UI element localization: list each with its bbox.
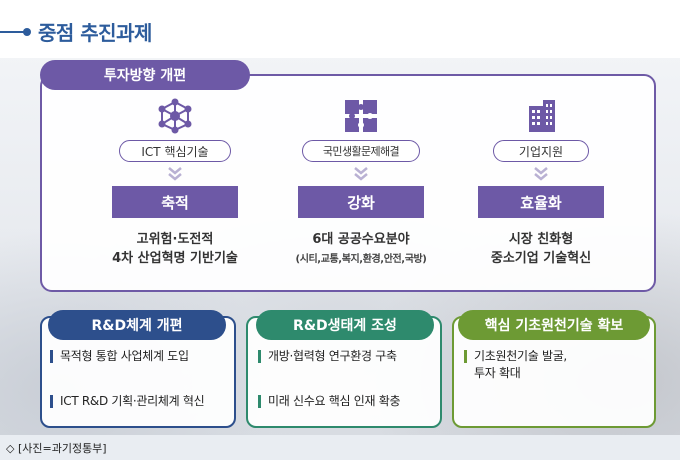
column-public: 국민생활문제해결 강화 6대 공공수요분야 (시티,교통,복지,환경,안전,국방…	[286, 96, 436, 269]
header-bar: 중점 추진과제	[0, 0, 680, 58]
tag-public: 국민생활문제해결	[302, 140, 420, 162]
page-title: 중점 추진과제	[38, 21, 152, 45]
desc-line-1: 시장 친화형	[508, 232, 574, 247]
column-ict: ICT 핵심기술 축적 고위험·도전적 4차 산업혁명 기반기술	[100, 96, 250, 268]
desc-ict: 고위험·도전적 4차 산업혁명 기반기술	[100, 230, 250, 268]
desc-line-1: 6대 공공수요분야	[312, 232, 410, 247]
desc-public: 6대 공공수요분야 (시티,교통,복지,환경,안전,국방)	[286, 230, 436, 269]
tag-business: 기업지원	[493, 140, 589, 162]
column-business: 기업지원 효율화 시장 친화형 중소기업 기술혁신	[466, 96, 616, 268]
building-icon	[521, 96, 561, 136]
chevron-down-icon	[532, 165, 550, 183]
list-item: 기초원천기술 발굴, 투자 확대	[464, 348, 567, 382]
desc-line-2: 4차 산업혁명 기반기술	[112, 251, 238, 266]
list-item: 목적형 통합 사업체계 도입	[50, 348, 189, 365]
investment-pill: 투자방향 개편	[40, 60, 250, 90]
list-item: 개방·협력형 연구환경 구축	[258, 348, 397, 365]
chevron-down-icon	[352, 165, 370, 183]
list-item-line-1: 기초원천기술 발굴,	[474, 349, 567, 363]
desc-line-2: (시티,교통,복지,환경,안전,국방)	[295, 254, 427, 265]
bullet-dot-icon	[23, 28, 31, 36]
list-item-line-2: 투자 확대	[474, 366, 521, 380]
label-efficiency: 효율화	[478, 186, 604, 218]
puzzle-icon	[341, 96, 381, 136]
desc-line-2: 중소기업 기술혁신	[490, 251, 592, 266]
label-accumulate: 축적	[112, 186, 238, 218]
desc-business: 시장 친화형 중소기업 기술혁신	[466, 230, 616, 268]
chevron-down-icon	[166, 165, 184, 183]
list-item: 미래 신수요 핵심 인재 확충	[258, 393, 401, 410]
label-strengthen: 강화	[298, 186, 424, 218]
photo-caption: ◇ [사진=과기정통부]	[6, 442, 107, 455]
network-icon	[155, 96, 195, 136]
rd-ecosystem-pill: R&D생태계 조성	[256, 310, 434, 340]
desc-line-1: 고위험·도전적	[136, 232, 214, 247]
rd-system-pill: R&D체계 개편	[48, 310, 226, 340]
core-tech-pill: 핵심 기초원천기술 확보	[458, 310, 650, 340]
list-item: ICT R&D 기획·관리체계 혁신	[50, 393, 205, 410]
header-line	[0, 31, 24, 33]
tag-ict: ICT 핵심기술	[119, 140, 231, 162]
